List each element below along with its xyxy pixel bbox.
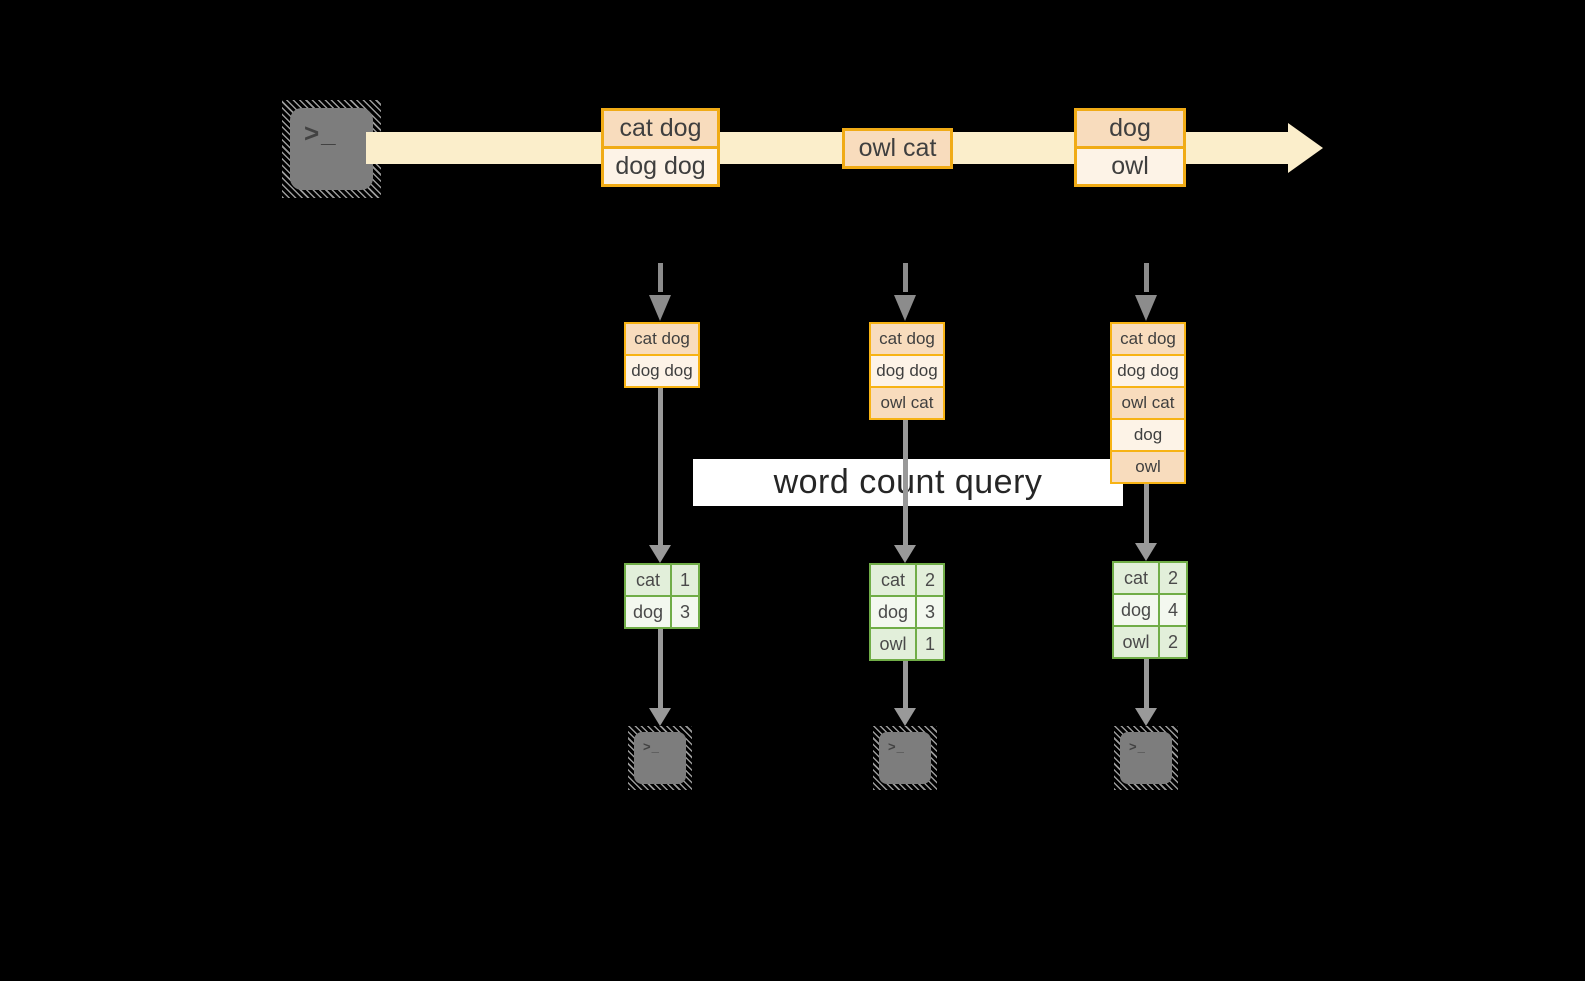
terminal-prompt-glyph: >_ — [888, 739, 905, 754]
output-arrow-1 — [658, 629, 663, 708]
wordcount-table-1: cat 1 dog 3 — [624, 563, 700, 629]
terminal-screen: >_ — [290, 108, 373, 190]
terminal-prompt-glyph: >_ — [304, 118, 338, 148]
batch-line: dog — [1077, 111, 1183, 149]
terminal-screen: >_ — [634, 732, 686, 784]
state-line: owl cat — [871, 388, 943, 418]
table-row: owl 2 — [1114, 627, 1186, 657]
query-arrowhead-icon-2 — [894, 545, 916, 563]
state-line: cat dog — [626, 324, 698, 356]
ingest-arrowhead-icon-2 — [894, 295, 916, 321]
query-label-text: word count query — [773, 463, 1043, 501]
output-arrowhead-icon-1 — [649, 708, 671, 726]
ingest-dashed-arrow-1 — [658, 263, 663, 292]
state-line: dog dog — [626, 356, 698, 386]
timeline-batch-3: dog owl — [1074, 108, 1186, 187]
word-cell: dog — [871, 597, 917, 627]
state-line: dog dog — [871, 356, 943, 388]
sink-terminal-icon-1: >_ — [628, 726, 692, 790]
query-arrowhead-icon-1 — [649, 545, 671, 563]
word-cell: dog — [626, 597, 672, 627]
query-connector-2 — [903, 420, 908, 545]
table-row: cat 2 — [1114, 563, 1186, 595]
wordcount-table-2: cat 2 dog 3 owl 1 — [869, 563, 945, 661]
batch-line: owl cat — [845, 131, 950, 166]
input-state-box-2: cat dog dog dog owl cat — [869, 322, 945, 420]
ingest-arrowhead-icon-1 — [649, 295, 671, 321]
state-line: owl — [1112, 452, 1184, 482]
timeline-batch-2: owl cat — [842, 128, 953, 169]
query-arrowhead-icon-3 — [1135, 543, 1157, 561]
output-arrowhead-icon-2 — [894, 708, 916, 726]
batch-line: owl — [1077, 149, 1183, 184]
output-arrowhead-icon-3 — [1135, 708, 1157, 726]
state-line: dog dog — [1112, 356, 1184, 388]
count-cell: 2 — [1160, 563, 1186, 593]
sink-terminal-icon-3: >_ — [1114, 726, 1178, 790]
word-cell: owl — [871, 629, 917, 659]
source-terminal-icon: >_ — [282, 100, 381, 198]
query-connector-3 — [1144, 484, 1149, 543]
count-cell: 4 — [1160, 595, 1186, 625]
terminal-screen: >_ — [879, 732, 931, 784]
count-cell: 3 — [672, 597, 698, 627]
ingest-dashed-arrow-3 — [1144, 263, 1149, 292]
count-cell: 1 — [917, 629, 943, 659]
table-row: owl 1 — [871, 629, 943, 659]
table-row: dog 4 — [1114, 595, 1186, 627]
state-line: dog — [1112, 420, 1184, 452]
terminal-prompt-glyph: >_ — [643, 739, 660, 754]
word-cell: cat — [1114, 563, 1160, 593]
timeline-batch-1: cat dog dog dog — [601, 108, 720, 187]
input-state-box-3: cat dog dog dog owl cat dog owl — [1110, 322, 1186, 484]
sink-terminal-icon-2: >_ — [873, 726, 937, 790]
table-row: cat 2 — [871, 565, 943, 597]
state-line: cat dog — [1112, 324, 1184, 356]
table-row: dog 3 — [871, 597, 943, 629]
query-label: word count query — [693, 459, 1123, 506]
output-arrow-2 — [903, 661, 908, 708]
count-cell: 2 — [917, 565, 943, 595]
terminal-prompt-glyph: >_ — [1129, 739, 1146, 754]
input-state-box-1: cat dog dog dog — [624, 322, 700, 388]
state-line: cat dog — [871, 324, 943, 356]
query-connector-1 — [658, 388, 663, 545]
state-line: owl cat — [1112, 388, 1184, 420]
batch-line: dog dog — [604, 149, 717, 184]
count-cell: 2 — [1160, 627, 1186, 657]
wordcount-table-3: cat 2 dog 4 owl 2 — [1112, 561, 1188, 659]
terminal-screen: >_ — [1120, 732, 1172, 784]
table-row: dog 3 — [626, 597, 698, 627]
word-cell: cat — [626, 565, 672, 595]
batch-line: cat dog — [604, 111, 717, 149]
table-row: cat 1 — [626, 565, 698, 597]
ingest-dashed-arrow-2 — [903, 263, 908, 292]
ingest-arrowhead-icon-3 — [1135, 295, 1157, 321]
word-cell: dog — [1114, 595, 1160, 625]
word-cell: cat — [871, 565, 917, 595]
count-cell: 3 — [917, 597, 943, 627]
output-arrow-3 — [1144, 659, 1149, 708]
word-cell: owl — [1114, 627, 1160, 657]
stream-timeline-arrowhead-icon — [1288, 123, 1323, 173]
count-cell: 1 — [672, 565, 698, 595]
